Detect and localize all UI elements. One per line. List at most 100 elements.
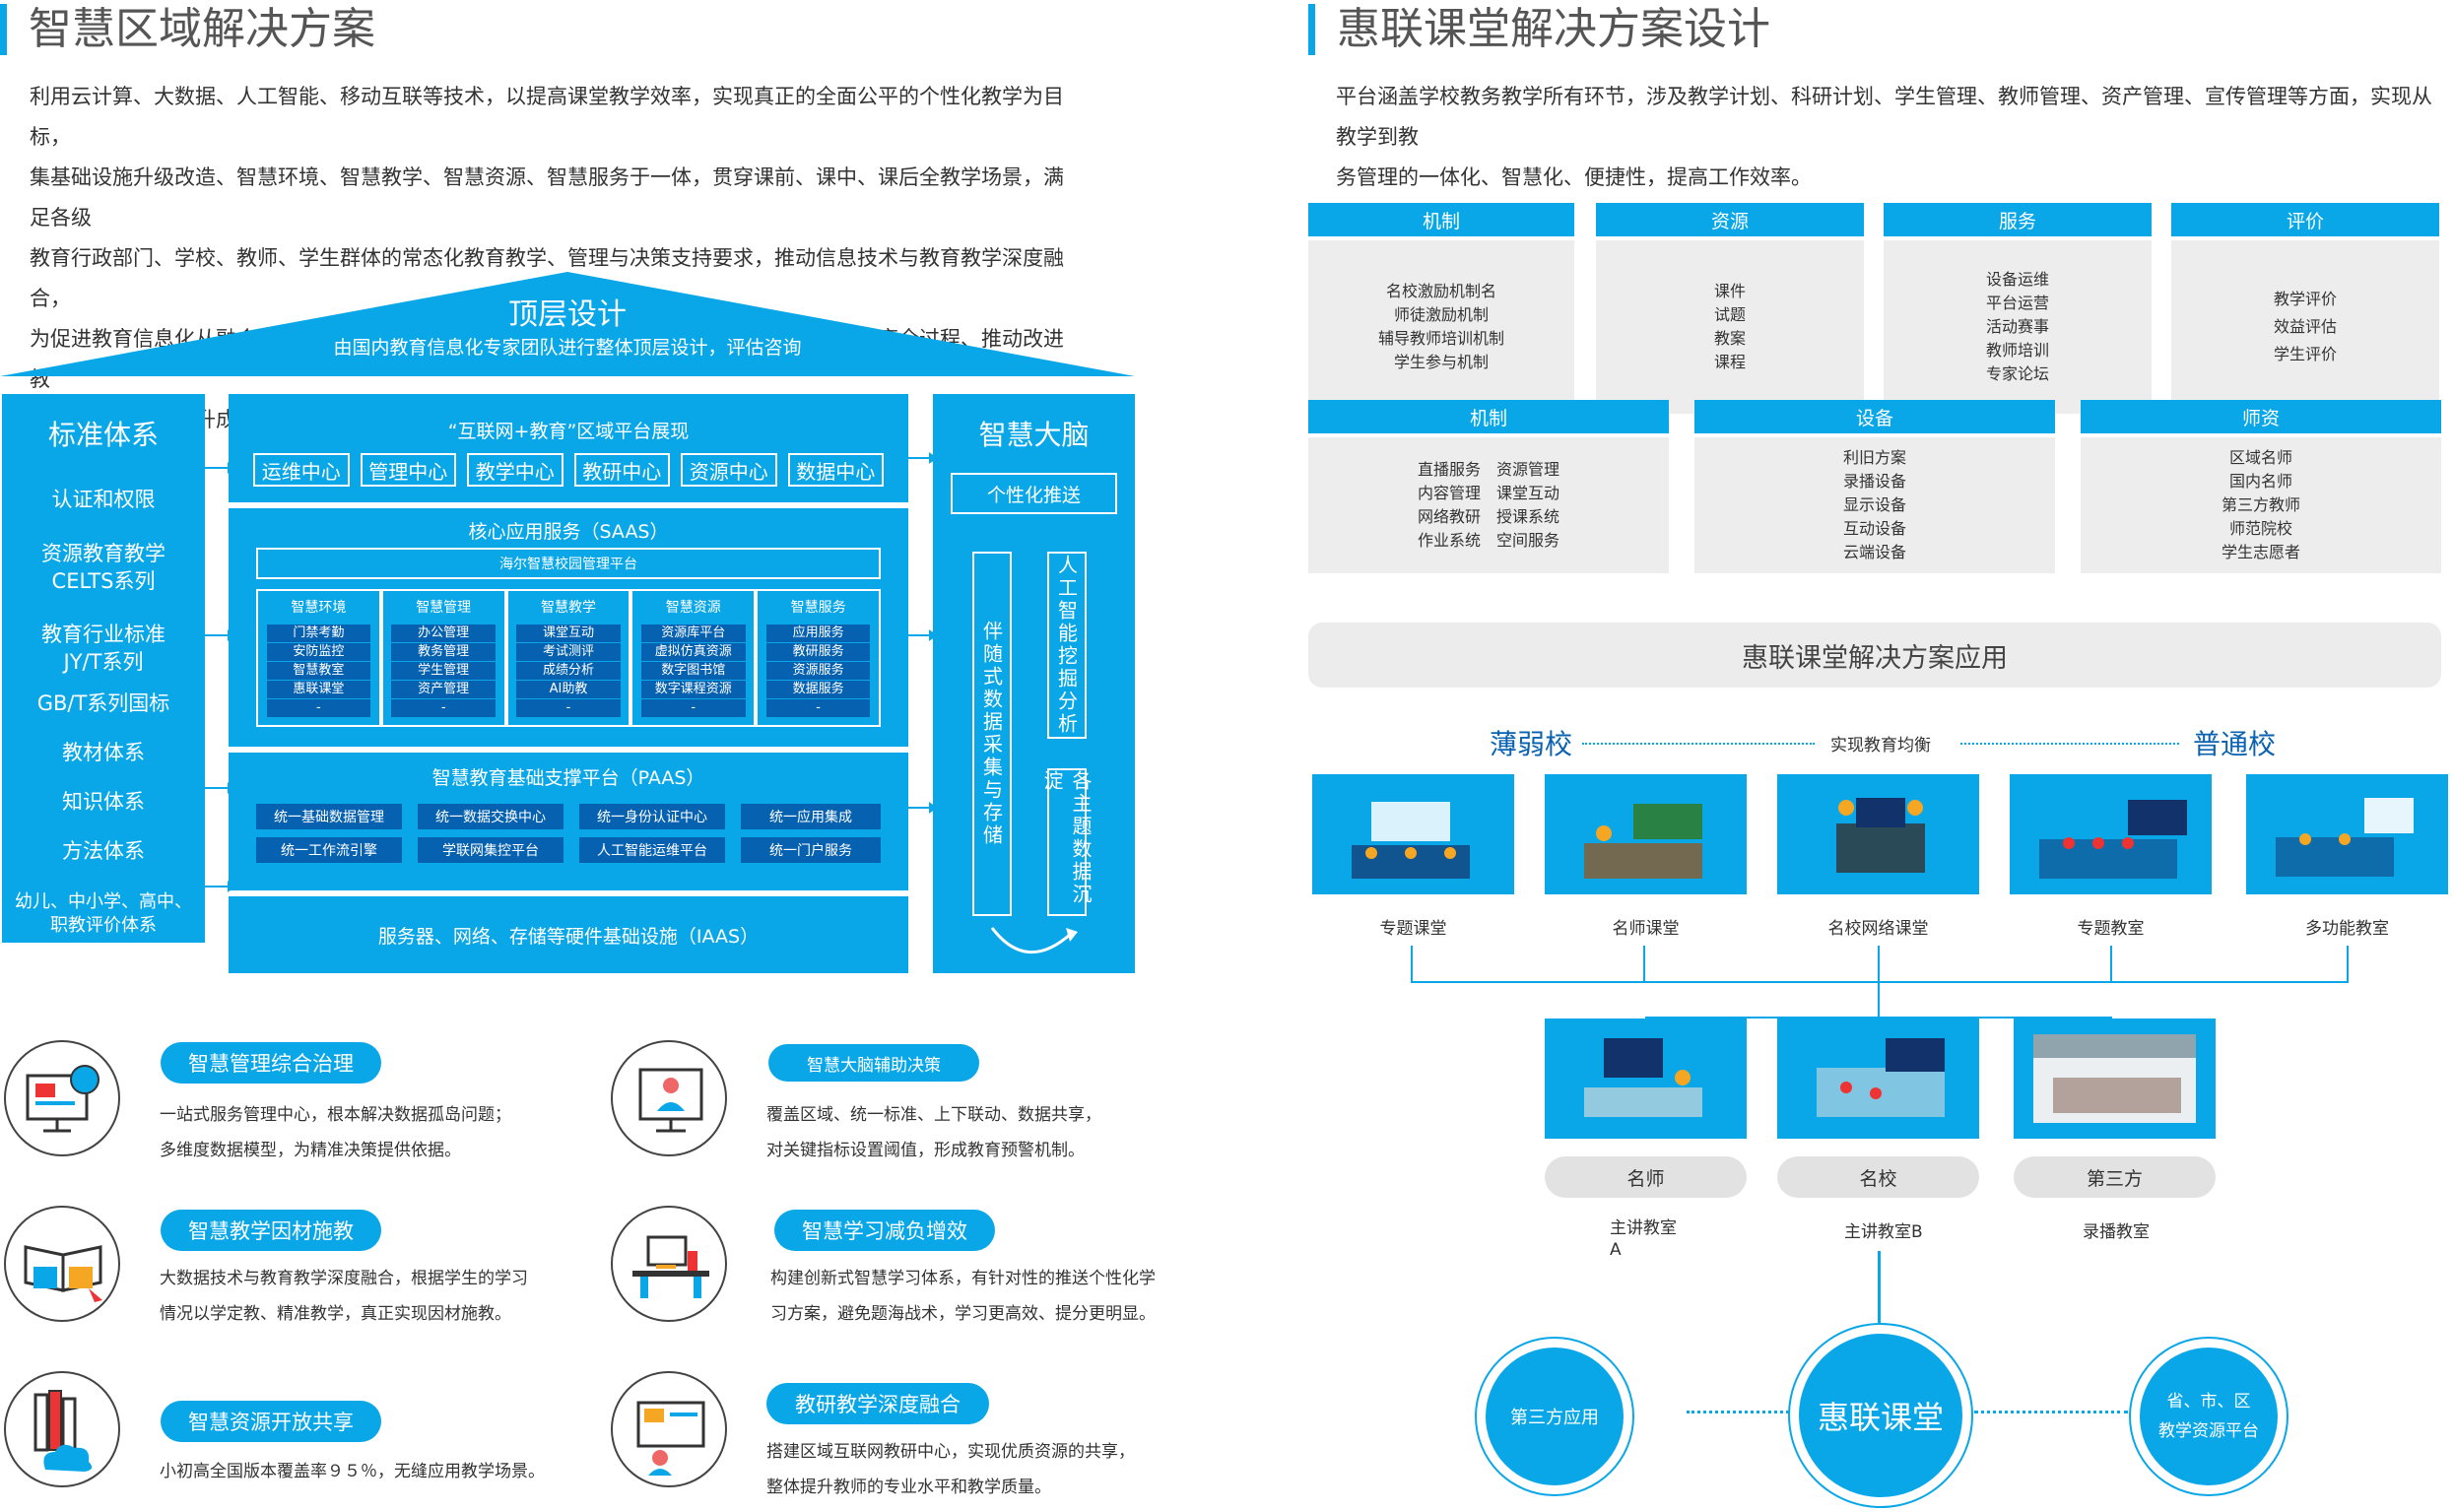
card-item: 国内名师 bbox=[2228, 472, 2292, 491]
feature-label: 教研教学深度融合 bbox=[766, 1383, 989, 1424]
feature-desc: 构建创新式智慧学习体系，有针对性的推送个性化学 习方案，避免题海战术，学习更高效… bbox=[770, 1261, 1184, 1332]
card-item: 第三方教师 bbox=[2221, 495, 2300, 514]
books-cloud-icon bbox=[4, 1371, 120, 1487]
paas-chip: 统一身份认证中心 bbox=[579, 804, 725, 829]
standard-item: GB/T系列国标 bbox=[36, 691, 170, 715]
connector-line bbox=[1878, 946, 1880, 983]
saas-item: 应用服务 bbox=[765, 625, 871, 642]
standard-item: 幼儿、中小学、高中、 职教评价体系 bbox=[15, 891, 192, 936]
standard-item: 认证和权限 bbox=[51, 488, 156, 511]
card-item: 区域名师 bbox=[2228, 448, 2292, 467]
feature-desc-line: 习方案，避免题海战术，学习更高效、提分更明显。 bbox=[770, 1304, 1156, 1324]
paas-chip: 统一基础数据管理 bbox=[256, 804, 402, 829]
card-item: 学生参与机制 bbox=[1393, 353, 1489, 371]
card: 设备 利旧方案 录播设备 显示设备 互动设备 云端设备 bbox=[1694, 400, 2055, 573]
resource-center-chip: 资源中心 bbox=[681, 453, 777, 487]
saas-columns: 智慧环境 门禁考勤 安防监控 智慧教室 惠联课堂 - 智慧管理 办公管理 教务管… bbox=[256, 589, 881, 727]
card-item: 教师培训 bbox=[1985, 341, 2049, 360]
standard-item: 知识体系 bbox=[62, 790, 145, 814]
card-item: 学生评价 bbox=[2273, 345, 2337, 363]
feature-label: 智慧大脑辅助决策 bbox=[768, 1044, 979, 1082]
connector-line bbox=[1878, 981, 1880, 1019]
card-item: 互动设备 bbox=[1842, 519, 1906, 538]
card-item: 辅导教师培训机制 bbox=[1377, 329, 1504, 348]
balance-label: 实现教育均衡 bbox=[1830, 736, 1931, 756]
saas-item: 课堂互动 bbox=[516, 625, 621, 642]
feature-label: 智慧教学因材施教 bbox=[161, 1210, 381, 1251]
left-section-title: 智慧区域解决方案 bbox=[0, 4, 375, 55]
card-item: 云端设备 bbox=[1842, 543, 1906, 561]
platform-chip-row: 运维中心 管理中心 教学中心 教研中心 资源中心 数据中心 bbox=[253, 453, 884, 487]
cycle-arrow-icon bbox=[990, 927, 1078, 954]
feature-desc: 搭建区域互联网教研中心，实现优质资源的共享， 整体提升教师的专业水平和教学质量。 bbox=[766, 1434, 1180, 1505]
saas-item: - bbox=[640, 699, 746, 717]
application-banner: 惠联课堂解决方案应用 bbox=[1308, 623, 2441, 688]
saas-item: 考试测评 bbox=[516, 643, 621, 661]
card-body: 设备运维 平台运营 活动赛事 教师培训 专家论坛 bbox=[1884, 240, 2152, 414]
classroom-illustration bbox=[1777, 774, 1979, 894]
saas-item: 成绩分析 bbox=[516, 662, 621, 680]
source-caption: 主讲教室B bbox=[1844, 1222, 1923, 1242]
feature-desc: 大数据技术与教育教学深度融合，根据学生的学习 情况以学定教、精准教学，真正实现因… bbox=[160, 1261, 603, 1332]
connector-line bbox=[1411, 946, 1413, 983]
connector-arrows bbox=[908, 452, 936, 814]
card-header: 服务 bbox=[1884, 203, 2152, 236]
card-body: 区域名师 国内名师 第三方教师 师范院校 学生志愿者 bbox=[2081, 437, 2441, 573]
card-item: 课件 bbox=[1713, 282, 1746, 300]
paas-chip: 统一门户服务 bbox=[741, 837, 881, 863]
paas-chip: 统一应用集成 bbox=[741, 804, 881, 829]
brain-title: 智慧大脑 bbox=[978, 419, 1090, 451]
feature-desc: 小初高全国版本覆盖率９５％，无缝应用教学场景。 bbox=[160, 1454, 652, 1489]
connector-line bbox=[1878, 1251, 1881, 1332]
data-collection-box: 伴随式数据采集与存储 bbox=[972, 552, 1012, 916]
card-item: 活动赛事 bbox=[1985, 317, 2049, 336]
monitor-globe-icon bbox=[4, 1040, 120, 1156]
card-item: 学生志愿者 bbox=[2221, 543, 2300, 561]
card: 师资 区域名师 国内名师 第三方教师 师范院校 学生志愿者 bbox=[2081, 400, 2441, 573]
paas-chip: 统一数据交换中心 bbox=[418, 804, 564, 829]
saas-column-header: 智慧管理 bbox=[416, 600, 472, 616]
source-pill: 第三方 bbox=[2014, 1156, 2216, 1198]
card-body: 名校激励机制名 师徒激励机制 辅导教师培训机制 学生参与机制 bbox=[1308, 240, 1574, 414]
card-item: 设备运维 bbox=[1985, 270, 2049, 289]
feature-desc-line: 整体提升教师的专业水平和教学质量。 bbox=[766, 1478, 1051, 1497]
card-item: 平台运营 bbox=[1985, 294, 2049, 312]
classroom-caption: 专题教室 bbox=[2077, 919, 2145, 939]
feature-desc-line: 情况以学定教、精准教学，真正实现因材施教。 bbox=[160, 1304, 511, 1324]
card-item: 直播服务 资源管理 bbox=[1417, 460, 1559, 479]
card-item: 效益评估 bbox=[2273, 317, 2337, 336]
source-room-illustration bbox=[1545, 1019, 1747, 1139]
ops-center-chip: 运维中心 bbox=[253, 453, 350, 487]
classroom-illustration bbox=[2246, 774, 2448, 894]
saas-item: 资源服务 bbox=[765, 662, 871, 680]
feature-desc-line: 搭建区域互联网教研中心，实现优质资源的共享， bbox=[766, 1442, 1135, 1462]
card-item: 试题 bbox=[1713, 305, 1746, 324]
feature-label: 智慧学习减负增效 bbox=[774, 1210, 995, 1251]
classroom-caption: 专题课堂 bbox=[1379, 919, 1447, 939]
research-center-chip: 教研中心 bbox=[573, 453, 670, 487]
roof-shape bbox=[0, 272, 1135, 376]
connector-line bbox=[2110, 946, 2112, 983]
paas-title: 智慧教育基础支撑平台（PAAS） bbox=[431, 766, 705, 789]
platform-title: “互联网+教育”区域平台展现 bbox=[447, 420, 690, 442]
saas-item: 学生管理 bbox=[391, 662, 496, 680]
balance-dotted-line bbox=[1582, 743, 1815, 745]
right-intro: 平台涵盖学校教务教学所有环节，涉及教学计划、科研计划、学生管理、教师管理、资产管… bbox=[1336, 77, 2449, 198]
balance-dotted-line bbox=[1960, 743, 2179, 745]
source-caption: 主讲教室 A bbox=[1610, 1218, 1677, 1260]
feature-label: 智慧管理综合治理 bbox=[161, 1042, 381, 1084]
paas-chip: 统一工作流引擎 bbox=[256, 837, 402, 863]
card-header: 师资 bbox=[2081, 400, 2441, 433]
saas-item: 办公管理 bbox=[391, 625, 496, 642]
saas-item: 门禁考勤 bbox=[266, 625, 371, 642]
desk-computer-icon bbox=[611, 1206, 727, 1322]
saas-bar: 海尔智慧校园管理平台 bbox=[256, 548, 881, 579]
feature-desc: 一站式服务管理中心，根本解决数据孤岛问题； 多维度数据模型，为精准决策提供依据。 bbox=[160, 1097, 603, 1168]
roof-title: 顶层设计 bbox=[508, 297, 627, 332]
card-item: 作业系统 空间服务 bbox=[1417, 531, 1559, 550]
intro-line: 务管理的一体化、智慧化、便捷性，提高工作效率。 bbox=[1336, 165, 1812, 189]
intro-line: 利用云计算、大数据、人工智能、移动互联等技术，以提高课堂教学效率，实现真正的全面… bbox=[30, 85, 1064, 149]
paas-layer: 智慧教育基础支撑平台（PAAS） 统一基础数据管理 统一数据交换中心 统一身份认… bbox=[229, 753, 908, 890]
saas-item: 资源库平台 bbox=[640, 625, 746, 642]
iaas-layer: 服务器、网络、存储等硬件基础设施（IAAS） bbox=[229, 896, 908, 973]
